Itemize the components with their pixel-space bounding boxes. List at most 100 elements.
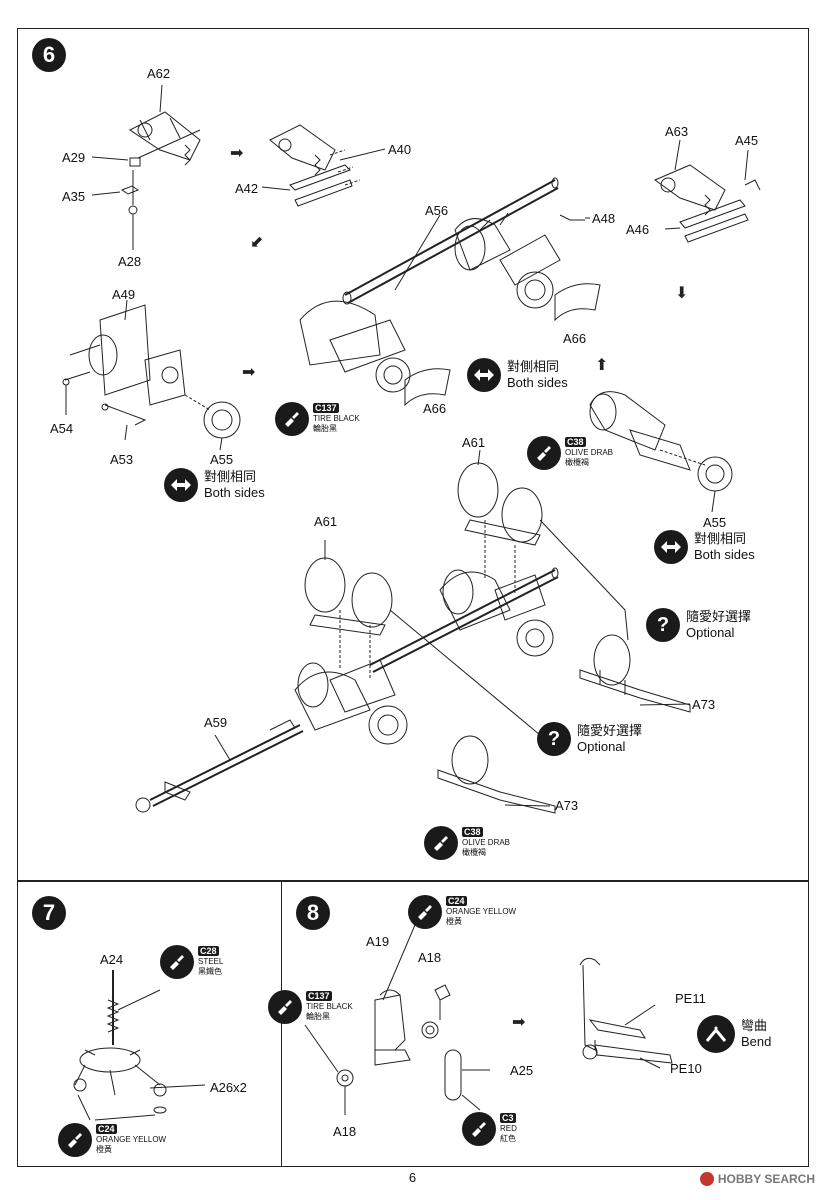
step-8-badge: 8 [296, 896, 330, 930]
double-arrow-icon [164, 468, 198, 502]
arrow-down-icon: ⬇ [675, 285, 689, 302]
double-arrow-icon [654, 530, 688, 564]
paint-name: OLIVE DRAB [565, 448, 614, 457]
hobby-search-logo-icon [699, 1172, 714, 1186]
part-label: A73 [692, 697, 716, 712]
note-en: Optional [577, 739, 626, 754]
paint-name: OLIVE DRAB [462, 838, 511, 847]
paint-brush-icon [160, 945, 194, 979]
hub-a49-drawing [62, 299, 241, 451]
part-label: A25 [510, 1063, 534, 1078]
watermark-text: HOBBY SEARCH [717, 1172, 815, 1186]
paint-callout-orange-yellow: C24 ORANGE YELLOW 橙黃 [58, 1123, 166, 1157]
part-label: A55 [703, 515, 727, 530]
wheel-a55-right-drawing [589, 391, 733, 513]
note-cn: 隨愛好選擇 [577, 723, 643, 738]
paint-name: TIRE BLACK [306, 1002, 353, 1011]
paint-name: RED [500, 1124, 517, 1133]
part-label: A61 [314, 514, 338, 529]
note-cn: 對側相同 [204, 469, 257, 484]
step-6-frame [17, 28, 809, 882]
note-en: Optional [686, 625, 735, 640]
part-label: PE10 [670, 1061, 702, 1076]
part-label: A55 [210, 452, 234, 467]
note-en: Both sides [204, 485, 265, 500]
part-label: A54 [50, 421, 74, 436]
jack-a24-drawing [73, 970, 206, 1121]
paint-code: C28 [198, 946, 219, 956]
note-en: Both sides [507, 375, 568, 390]
part-label: A45 [735, 133, 759, 148]
part-label: A66 [563, 331, 587, 346]
question-mark-icon: ? [646, 608, 680, 642]
part-label: A42 [235, 181, 259, 196]
paint-callout-olive-drab: C38 OLIVE DRAB 橄欖褐 [424, 826, 510, 860]
paint-name-cn: 橙黃 [446, 917, 462, 926]
paint-callout-red: C3 RED 紅色 [462, 1112, 517, 1146]
part-label: A66 [423, 401, 447, 416]
paint-brush-icon [58, 1123, 92, 1157]
note-cn: 隨愛好選擇 [686, 609, 752, 624]
paint-callout-olive-drab: C38 OLIVE DRAB 橄欖褐 [527, 436, 613, 470]
paint-callout-steel: C28 STEEL 黑鐵色 [160, 945, 223, 979]
paint-name-cn: 輪胎黑 [313, 424, 337, 433]
step-7-badge: 7 [32, 896, 66, 930]
paint-brush-icon [424, 826, 458, 860]
suspension-a40-drawing [261, 124, 386, 207]
arrow-right-icon: ➡ [242, 364, 256, 381]
paint-brush-icon [408, 895, 442, 929]
part-label: A40 [388, 142, 412, 157]
question-mark-icon: ? [537, 722, 571, 756]
paint-code: C38 [565, 437, 586, 447]
part-label: A59 [204, 715, 228, 730]
part-label: A56 [425, 203, 449, 218]
part-label: A61 [462, 435, 486, 450]
part-label: A35 [62, 189, 86, 204]
paint-brush-icon [275, 402, 309, 436]
paint-name: ORANGE YELLOW [446, 907, 517, 916]
paint-name: ORANGE YELLOW [96, 1135, 167, 1144]
note-en: Bend [741, 1034, 772, 1049]
part-label: A24 [100, 952, 124, 967]
paint-code: C137 [306, 991, 332, 1001]
watermark: HOBBY SEARCH [699, 1172, 815, 1186]
paint-callout-orange-yellow: C24 ORANGE YELLOW 橙黃 [408, 895, 516, 929]
part-label: A53 [110, 452, 134, 467]
paint-name-cn: 橄欖褐 [565, 458, 589, 467]
note-cn: 彎曲 [741, 1018, 768, 1033]
trailer-lower-drawing [135, 449, 691, 814]
note-en: Both sides [694, 547, 755, 562]
part-label: A18 [333, 1124, 357, 1139]
arrow-right-icon: ➡ [512, 1014, 526, 1031]
part-label: A46 [626, 222, 650, 237]
part-label: A73 [555, 798, 579, 813]
suspension-a63-drawing [653, 139, 761, 243]
note-cn: 對側相同 [507, 359, 560, 374]
arrow-right-icon: ➡ [230, 145, 244, 162]
part-label: A29 [62, 150, 86, 165]
paint-name-cn: 橄欖褐 [462, 848, 486, 857]
part-label: A48 [592, 211, 616, 226]
note-cn: 對側相同 [694, 531, 747, 546]
part-label: A62 [147, 66, 171, 81]
paint-name-cn: 紅色 [500, 1134, 516, 1143]
hand-truck-drawing [304, 924, 673, 1115]
part-label: A63 [665, 124, 689, 139]
part-label: PE11 [675, 991, 706, 1006]
page-number: 6 [408, 1170, 417, 1185]
paint-brush-icon [462, 1112, 496, 1146]
step-6-badge: 6 [32, 38, 66, 72]
part-label: A49 [112, 287, 136, 302]
paint-name-cn: 黑鐵色 [198, 967, 222, 976]
part-label: A18 [418, 950, 442, 965]
paint-code: C24 [446, 896, 467, 906]
paint-code: C3 [500, 1113, 516, 1123]
paint-code: C38 [462, 827, 483, 837]
paint-code: C24 [96, 1124, 117, 1134]
